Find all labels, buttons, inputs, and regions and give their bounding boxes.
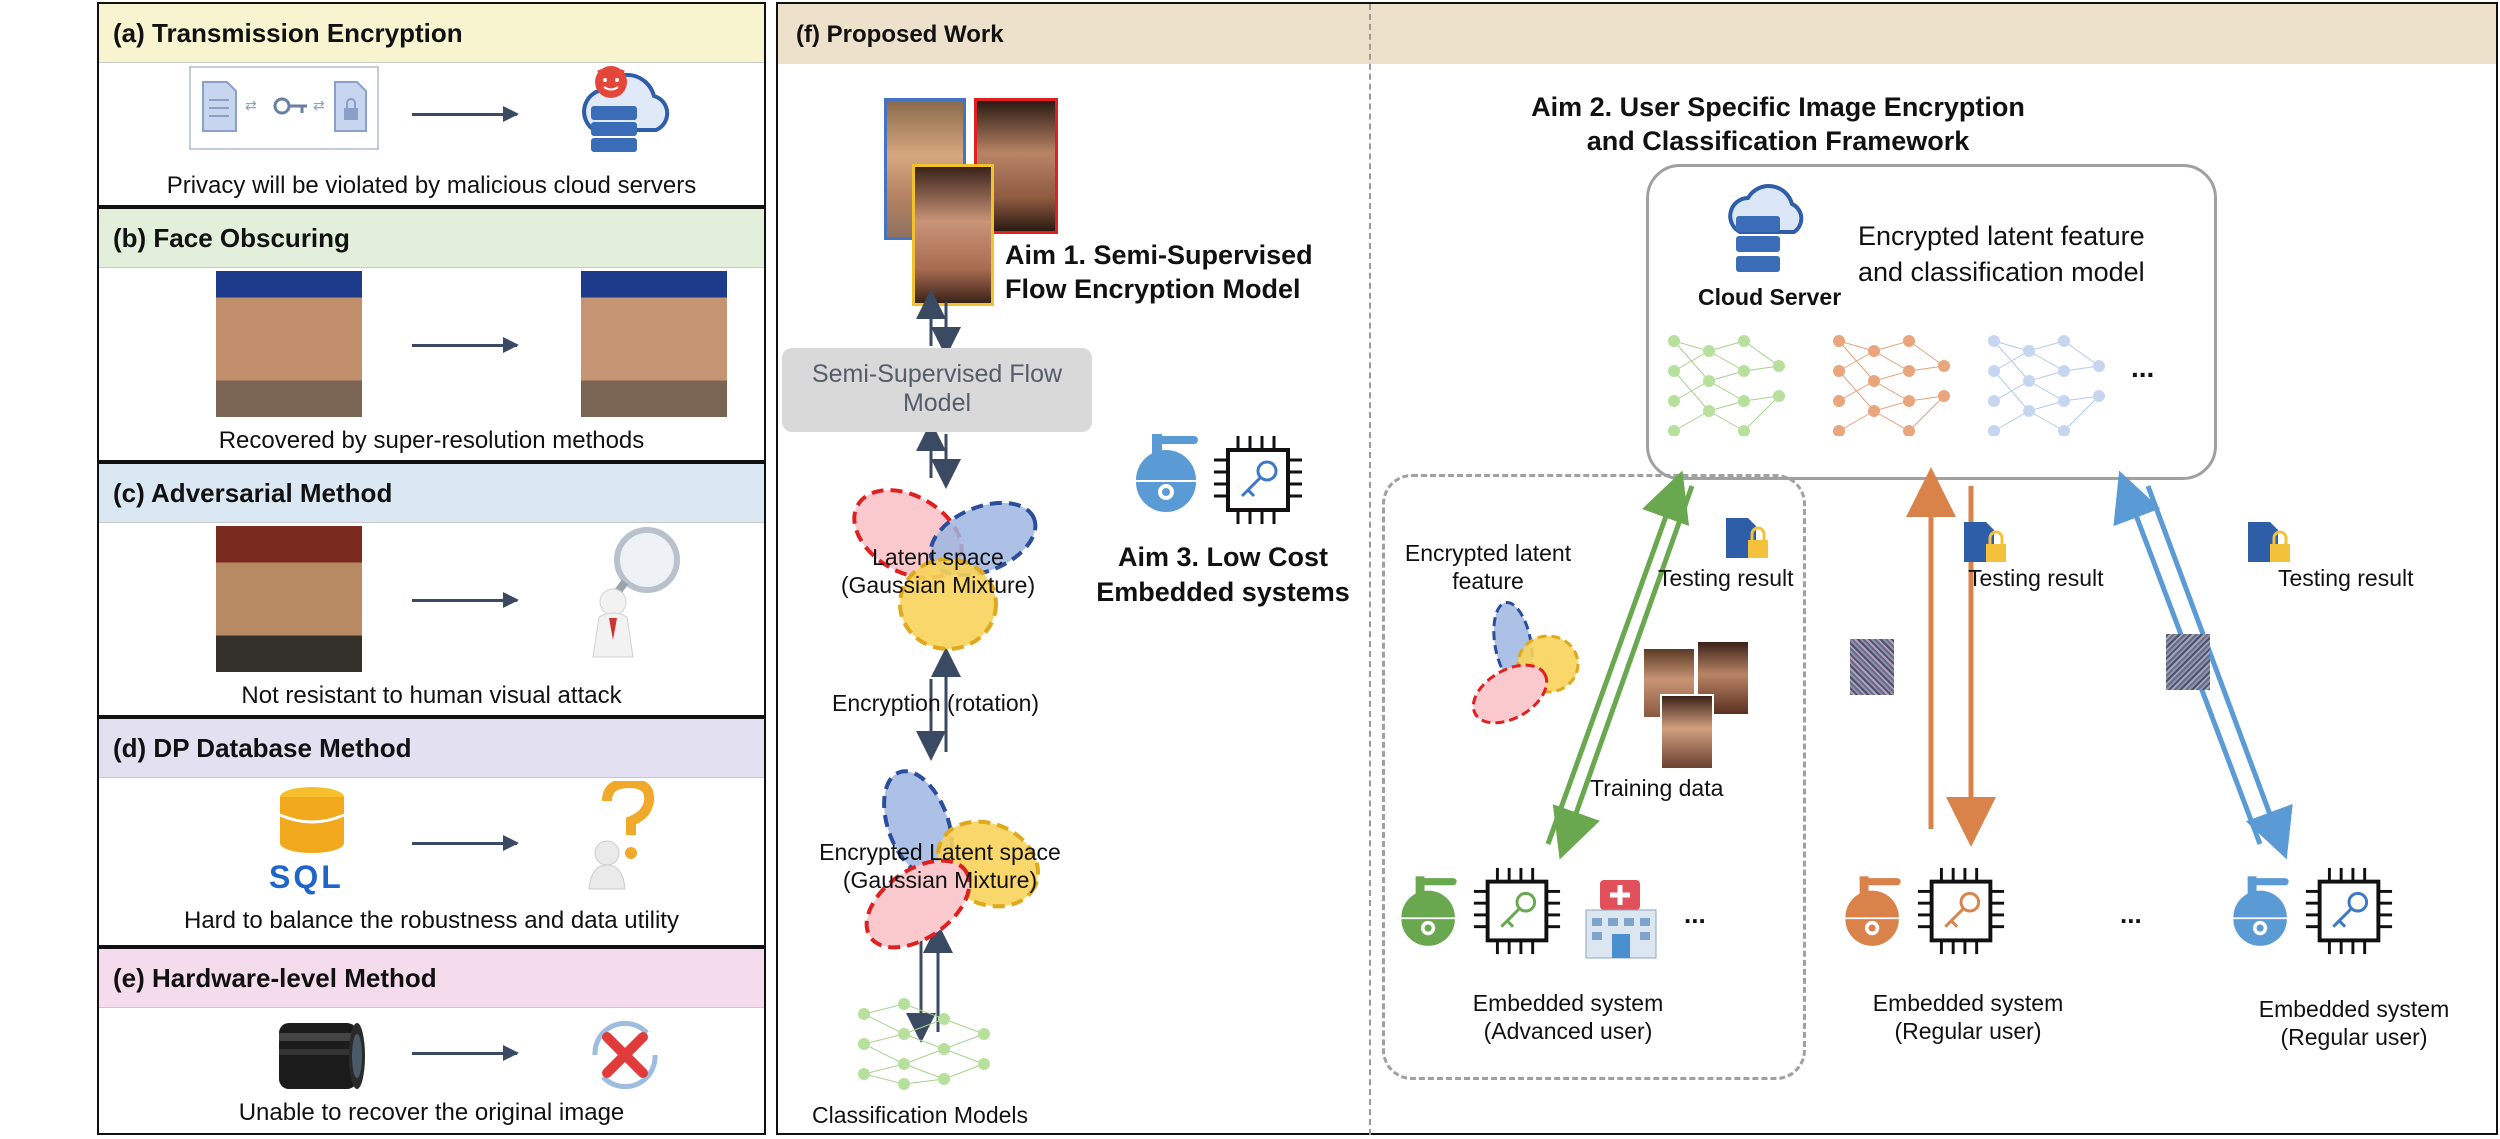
embedded-camera-icon-orange — [1845, 876, 1901, 946]
latent-space-line2: (Gaussian Mixture) — [840, 572, 1036, 598]
semi-supervised-flow-model-box: Semi-Supervised Flow Model — [782, 348, 1092, 432]
classification-network-icon — [858, 998, 990, 1090]
regular-user-2-line1: Embedded system — [2258, 996, 2450, 1022]
encryption-pipeline-icon: ⇄ ⇄ — [189, 66, 379, 150]
regular-user-2-line2: (Regular user) — [2280, 1024, 2428, 1050]
encrypted-latent-space — [864, 769, 1041, 950]
user-cloud-arrows — [1545, 467, 2293, 860]
advanced-user-box — [1382, 474, 1806, 1080]
classification-networks-row — [1668, 335, 2105, 436]
embedded-chip-green-key-icon — [1473, 867, 1561, 955]
panel-e-title: (e) Hardware-level Method — [99, 949, 764, 1008]
encrypted-noise-image-1 — [1850, 639, 1894, 695]
panel-a-arrow — [412, 106, 519, 122]
training-face-3 — [1660, 694, 1714, 770]
panel-b-caption: Recovered by super-resolution methods — [218, 427, 645, 454]
confused-person-icon — [588, 781, 655, 890]
flow-model-line1: Semi-Supervised Flow — [811, 360, 1063, 388]
lock-document-icon-2 — [1964, 522, 2006, 562]
cloud-networks-ellipsis: ... — [2131, 352, 2155, 383]
face-image-3 — [912, 164, 994, 306]
aim1-title-line2: Flow Encryption Model — [1005, 274, 1301, 304]
proposed-work-title: (f) Proposed Work — [796, 21, 1004, 48]
hospital-icon — [1585, 880, 1657, 959]
proposed-work-header: (f) Proposed Work — [778, 4, 2496, 64]
enc-latent-line2: (Gaussian Mixture) — [842, 867, 1038, 893]
panel-d-title: (d) DP Database Method — [99, 719, 764, 778]
flow-model-line2: Model — [902, 389, 972, 417]
enc-latent-feature-line2: feature — [1452, 568, 1524, 594]
cannot-recover-icon — [592, 1020, 658, 1090]
embedded-chip-orange-key-icon — [1917, 867, 2005, 955]
encryption-rotation-label: Encryption (rotation) — [832, 690, 1040, 716]
sql-database-icon — [279, 787, 345, 853]
panel-b-title: (b) Face Obscuring — [99, 209, 764, 268]
panel-c-title: (c) Adversarial Method — [99, 464, 764, 523]
middle-ellipsis: ... — [2120, 899, 2142, 929]
recovered-face-image — [581, 271, 727, 417]
embedded-chip-blue-key-icon — [2305, 867, 2393, 955]
adversarial-face-image — [216, 526, 362, 672]
cloud-desc-line2: and classification model — [1858, 257, 2145, 287]
svg-text:⇄: ⇄ — [245, 97, 257, 113]
aim1-title-line1: Aim 1. Semi-Supervised — [1005, 240, 1313, 270]
embedded-chip-key-icon — [1214, 436, 1302, 524]
panel-e-arrow — [412, 1045, 519, 1061]
enc-latent-feature-line1: Encrypted latent — [1404, 540, 1572, 566]
small-encrypted-latent-icon — [1471, 601, 1580, 725]
latent-space-line1: Latent space — [872, 544, 1004, 570]
panel-e-caption: Unable to recover the original image — [238, 1099, 625, 1126]
panel-d-arrow — [412, 835, 519, 851]
camera-lens-icon — [279, 1023, 365, 1089]
advanced-user-line2: (Advanced user) — [1483, 1018, 1653, 1044]
section-divider — [1369, 4, 1371, 1135]
panel-adversarial-method: (c) Adversarial Method Not resistant to … — [97, 462, 766, 717]
classification-models-label: Classification Models — [812, 1102, 1029, 1128]
cloud-server-label: Cloud Server — [1698, 284, 1842, 310]
advanced-user-line1: Embedded system — [1472, 990, 1664, 1016]
proposed-work-panel: (f) Proposed Work Aim 1. Semi-Supervised… — [776, 2, 2498, 1135]
cloud-server-icon — [1728, 184, 1804, 272]
obscured-face-image — [216, 271, 362, 417]
regular-user-1-line1: Embedded system — [1872, 990, 2064, 1016]
regular-user-1-line2: (Regular user) — [1894, 1018, 2042, 1044]
enc-latent-line1: Encrypted Latent space — [819, 839, 1061, 865]
advanced-ellipsis: ... — [1684, 899, 1706, 929]
aim2-title-line2: and Classification Framework — [1586, 126, 1970, 156]
malicious-cloud-server-icon — [582, 66, 670, 152]
panel-face-obscuring: (b) Face Obscuring Recovered by super-re… — [97, 207, 766, 462]
aim3-title-line1: Aim 3. Low Cost — [1117, 542, 1328, 572]
panel-c-caption: Not resistant to human visual attack — [241, 682, 622, 709]
panel-a-caption: Privacy will be violated by malicious cl… — [166, 172, 697, 199]
lock-document-icon-3 — [2248, 522, 2290, 562]
training-data-label: Training data — [1590, 775, 1724, 801]
embedded-camera-icon-blue-2 — [2233, 876, 2289, 946]
sql-label: SQL — [269, 859, 344, 895]
testing-result-regular-2: Testing result — [2278, 565, 2414, 591]
testing-result-regular-1: Testing result — [1968, 565, 2104, 591]
panel-d-caption: Hard to balance the robustness and data … — [184, 907, 679, 934]
panel-dp-database-method: (d) DP Database Method SQL Hard to balan… — [97, 717, 766, 947]
panel-hardware-level-method: (e) Hardware-level Method Unable to reco… — [97, 947, 766, 1135]
panel-b-arrow — [412, 337, 519, 353]
embedded-camera-icon-green — [1401, 876, 1457, 946]
panel-a-title: (a) Transmission Encryption — [99, 4, 764, 63]
aim2-title-line1: Aim 2. User Specific Image Encryption — [1531, 92, 2025, 122]
cloud-desc-line1: Encrypted latent feature — [1858, 221, 2145, 251]
magnifier-person-icon — [592, 527, 680, 658]
latent-space-gaussian-mixture — [852, 488, 1038, 651]
svg-text:⇄: ⇄ — [313, 97, 325, 113]
testing-result-advanced: Testing result — [1658, 565, 1794, 591]
encrypted-noise-image-2 — [2166, 634, 2210, 690]
aim3-title-line2: Embedded systems — [1096, 577, 1350, 607]
lock-document-icon-1 — [1726, 518, 1768, 558]
panel-c-arrow — [412, 592, 519, 608]
panel-transmission-encryption: (a) Transmission Encryption ⇄ ⇄ Privacy … — [97, 2, 766, 207]
embedded-camera-icon-blue — [1136, 434, 1198, 512]
